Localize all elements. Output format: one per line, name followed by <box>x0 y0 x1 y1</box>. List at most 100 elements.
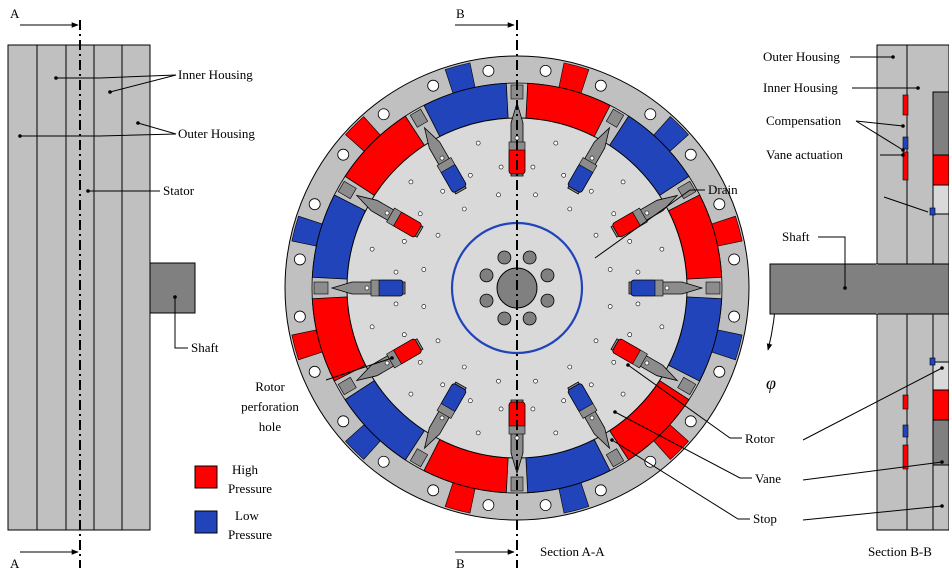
vane-collar <box>578 403 598 419</box>
rotor-perforation-hole <box>589 415 595 421</box>
vane-assembly <box>610 180 697 238</box>
rotor-perforation-hole <box>589 155 595 161</box>
leader-outer-housing-2 <box>137 122 177 135</box>
rotor-perforation-hole <box>369 246 375 252</box>
label-shaft-left: Shaft <box>191 340 219 355</box>
stator-bolt-hole <box>482 499 495 512</box>
label-compensation: Compensation <box>766 113 842 128</box>
vane-collar <box>370 279 380 297</box>
stator-bolt-hole <box>728 310 741 323</box>
rotor-perforation-hole <box>553 430 559 436</box>
vane-assembly <box>337 338 424 396</box>
rotor-perforation-hole <box>417 211 423 217</box>
hub-bolt <box>497 250 512 265</box>
rotor-perforation-hole <box>644 360 650 366</box>
rotor-perforation-hole <box>393 269 399 275</box>
rotor-perforation-hole <box>561 398 566 404</box>
hub-bolt <box>479 268 494 283</box>
rotor-perforation-hole <box>439 415 445 421</box>
legend-swatch-high <box>194 465 218 489</box>
rotor-perforation-hole <box>435 338 441 344</box>
rotor-perforation-hole <box>635 301 641 307</box>
leader-dot <box>613 410 617 414</box>
vane-collar <box>578 157 598 173</box>
hub-bolt <box>540 293 555 308</box>
stator-bolt-hole <box>594 79 607 92</box>
leader-dot <box>901 153 905 157</box>
leader-dot <box>108 90 112 94</box>
label-outer-housing: Outer Housing <box>178 126 255 141</box>
pressure-legend: High Pressure Low Pressure <box>194 462 272 542</box>
rotor-perforation-hole <box>664 285 670 291</box>
label-vane: Vane <box>755 471 781 486</box>
rotor-perforation-hole <box>475 430 481 436</box>
right-rotor-light-lower <box>932 361 949 391</box>
right-high-chamber-lower <box>932 389 949 421</box>
leader-dot <box>173 295 177 299</box>
rotor-perforation-hole <box>553 140 559 146</box>
vane-collar <box>386 207 402 227</box>
rotor-perforation-hole <box>417 359 423 365</box>
vane-assembly <box>337 180 424 238</box>
rotor-perforation-hole <box>401 239 407 244</box>
rotor-perforation-hole <box>475 140 481 146</box>
rotor-perforation-hole <box>408 179 414 185</box>
rotor-perforation-hole <box>567 206 573 212</box>
stator-bolt-hole <box>644 108 657 121</box>
vane-piston <box>376 279 404 297</box>
vane-actuation-channel <box>902 151 909 181</box>
stop <box>605 108 625 128</box>
vane-assembly <box>567 381 625 468</box>
hub-bolt <box>522 250 537 265</box>
stator-bolt-hole <box>539 499 552 512</box>
stop <box>605 448 625 468</box>
label-rotor-perforation-2: perforation <box>241 399 299 414</box>
rotor-perforation-hole <box>461 206 467 212</box>
leader-vane-right <box>802 461 943 481</box>
rotor-perforation-hole <box>611 359 617 365</box>
vane-assembly <box>409 108 467 195</box>
rotor-perforation-hole <box>364 285 370 291</box>
label-rotor: Rotor <box>745 431 775 446</box>
vane-collar <box>436 403 456 419</box>
rotor-perforation-hole <box>440 188 446 194</box>
stator-bolt-hole <box>594 484 607 497</box>
vane-collar <box>436 157 456 173</box>
vane-assembly <box>409 381 467 468</box>
hub-bolt <box>497 311 512 326</box>
center-leaders <box>325 189 783 520</box>
rotor-perforation-hole <box>593 338 599 344</box>
rotor-perforation-hole <box>461 364 467 370</box>
section-mark-a-top: A <box>10 6 20 21</box>
label-rotor-perforation-3: hole <box>259 419 282 434</box>
left-side-view: A A Inner Housing Outer Housing Stator S… <box>7 6 255 571</box>
stator-bolt-hole <box>482 64 495 77</box>
rotor-perforation-hole <box>514 435 520 441</box>
rotor-perforation-hole <box>659 324 665 330</box>
left-shaft <box>149 262 196 314</box>
rotor-perforation-hole <box>533 192 538 198</box>
vane-collar <box>654 279 664 297</box>
leader-compensation-1 <box>855 120 904 127</box>
leader-vane <box>614 411 752 479</box>
leader-compensation-2 <box>855 120 904 151</box>
rotor-perforation-hole <box>593 232 599 238</box>
leader-dot <box>916 86 920 90</box>
leader-dot <box>940 366 944 370</box>
right-shaft <box>769 263 878 315</box>
drain-channel-right-upper <box>929 207 936 216</box>
rotor-perforation-hole <box>530 164 536 170</box>
caption-section-a-a: Section A-A <box>540 544 605 559</box>
leader-dot <box>626 363 630 367</box>
section-b-b-view: Section B-B Outer Housing Inner Housing … <box>763 44 949 559</box>
rotor-perforation-hole <box>439 155 445 161</box>
leader-dot <box>843 286 847 290</box>
stator-bolt-hole <box>308 365 321 378</box>
label-stator: Stator <box>163 183 195 198</box>
label-outer-housing-right: Outer Housing <box>763 49 840 64</box>
stator-bolt-hole <box>684 148 697 161</box>
rotor-perforation-hole <box>659 246 665 252</box>
vane-collar <box>386 349 402 369</box>
rotor-perforation-hole <box>567 364 573 370</box>
